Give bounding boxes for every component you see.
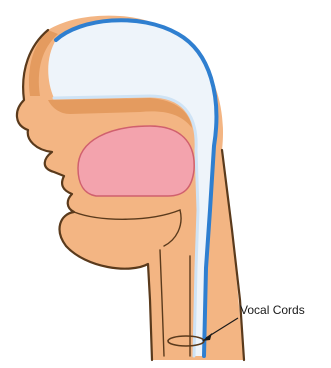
vocal-cords-label: Vocal Cords: [240, 303, 305, 317]
